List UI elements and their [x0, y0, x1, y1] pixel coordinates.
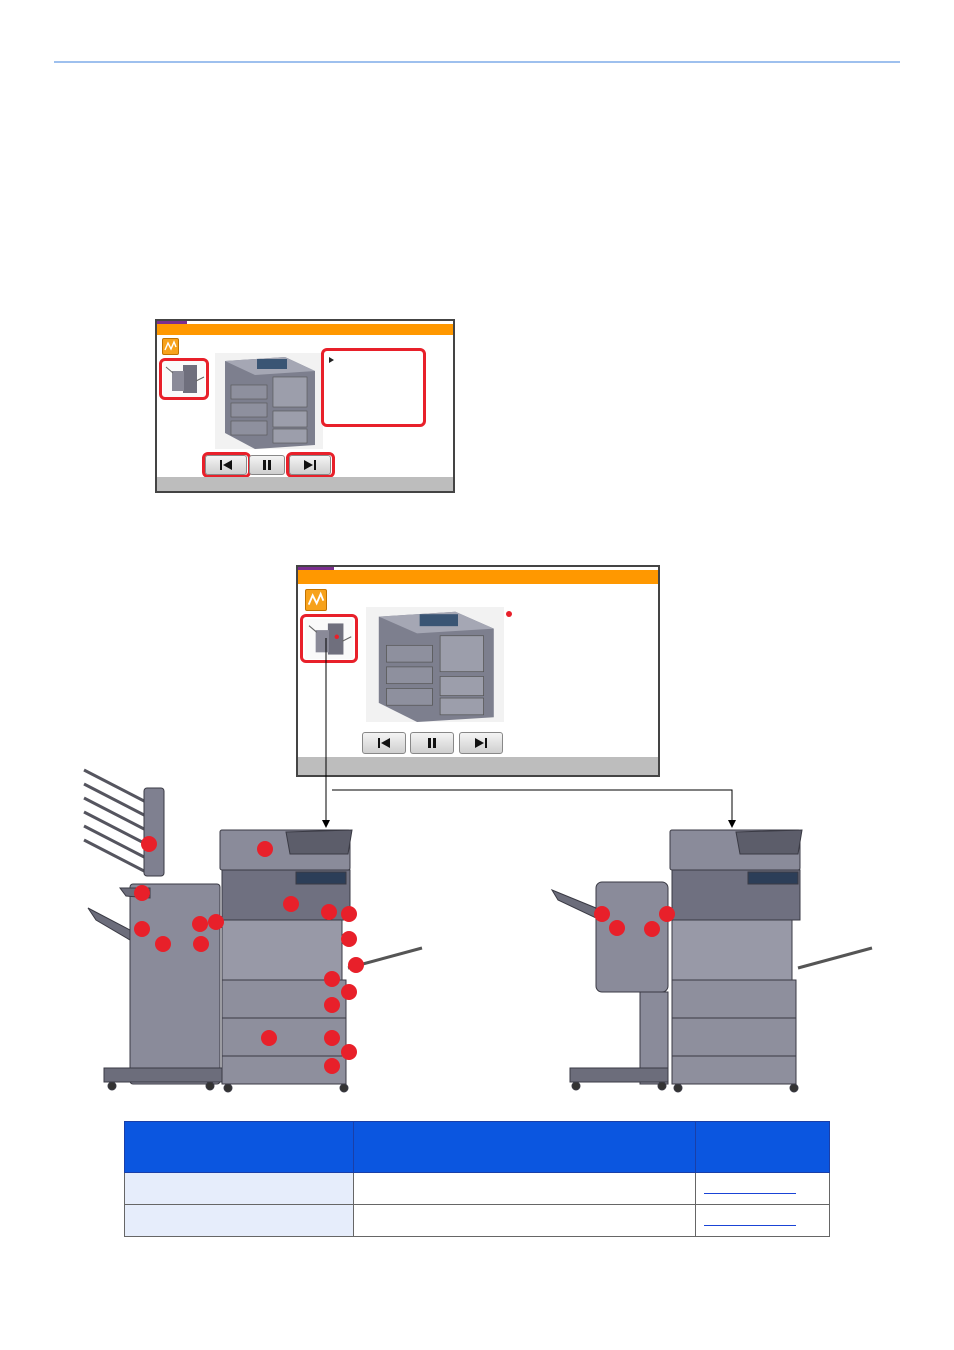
machine-illustration: [215, 353, 323, 449]
skip-back-icon: [219, 459, 233, 471]
next-button[interactable]: [289, 455, 331, 475]
title-bar: [157, 324, 453, 335]
machine-left: [83, 768, 423, 1093]
status-footer: [157, 477, 453, 491]
guide-text-area: [327, 353, 423, 423]
title-bar: [298, 570, 658, 584]
next-button-highlight: [286, 452, 335, 478]
page-link[interactable]: [704, 1213, 796, 1226]
location-markers: [134, 836, 675, 1074]
machine-illustration: [366, 607, 504, 722]
page-link[interactable]: [704, 1181, 796, 1194]
skip-forward-icon: [474, 737, 488, 749]
table-cell: [695, 1204, 830, 1237]
table-cell: [353, 1204, 696, 1237]
table-cell: [695, 1172, 830, 1205]
mailbox-trays: [83, 768, 147, 874]
table-row: [124, 1172, 830, 1205]
table-header-cell: [124, 1121, 354, 1173]
skip-forward-icon: [303, 459, 317, 471]
table-header-cell: [695, 1121, 830, 1173]
pause-button[interactable]: [249, 455, 285, 475]
pause-button[interactable]: [410, 732, 454, 754]
machine-thumbnail[interactable]: [163, 361, 205, 397]
header-rule: [54, 61, 900, 63]
machine-diagram: [83, 638, 873, 1093]
table-header-row: [124, 1121, 830, 1173]
guide-text-highlight: [321, 348, 426, 427]
table-cell: [124, 1172, 354, 1205]
next-button[interactable]: [459, 732, 503, 754]
thumbnail-highlight: [159, 358, 209, 400]
machine-right: [550, 829, 873, 1093]
title-strip: [298, 567, 334, 570]
guide-screen-large: [296, 565, 660, 777]
skip-back-icon: [377, 737, 391, 749]
pause-icon: [427, 737, 437, 749]
table-cell: [353, 1172, 696, 1205]
status-footer: [298, 757, 658, 775]
previous-button[interactable]: [205, 455, 247, 475]
reference-table: [124, 1121, 830, 1237]
connector-line: [332, 789, 736, 828]
thumbnail-highlight: [300, 614, 358, 663]
table-cell: [124, 1204, 354, 1237]
table-header-cell: [353, 1121, 696, 1173]
previous-button-highlight: [202, 452, 251, 478]
pause-icon: [262, 459, 272, 471]
table-row: [124, 1204, 830, 1237]
guide-icon[interactable]: [305, 589, 327, 611]
pointer-marker: [506, 611, 512, 617]
title-strip: [157, 321, 187, 324]
guide-icon[interactable]: [162, 338, 179, 355]
guide-screen-small: [155, 319, 455, 493]
previous-button[interactable]: [362, 732, 406, 754]
